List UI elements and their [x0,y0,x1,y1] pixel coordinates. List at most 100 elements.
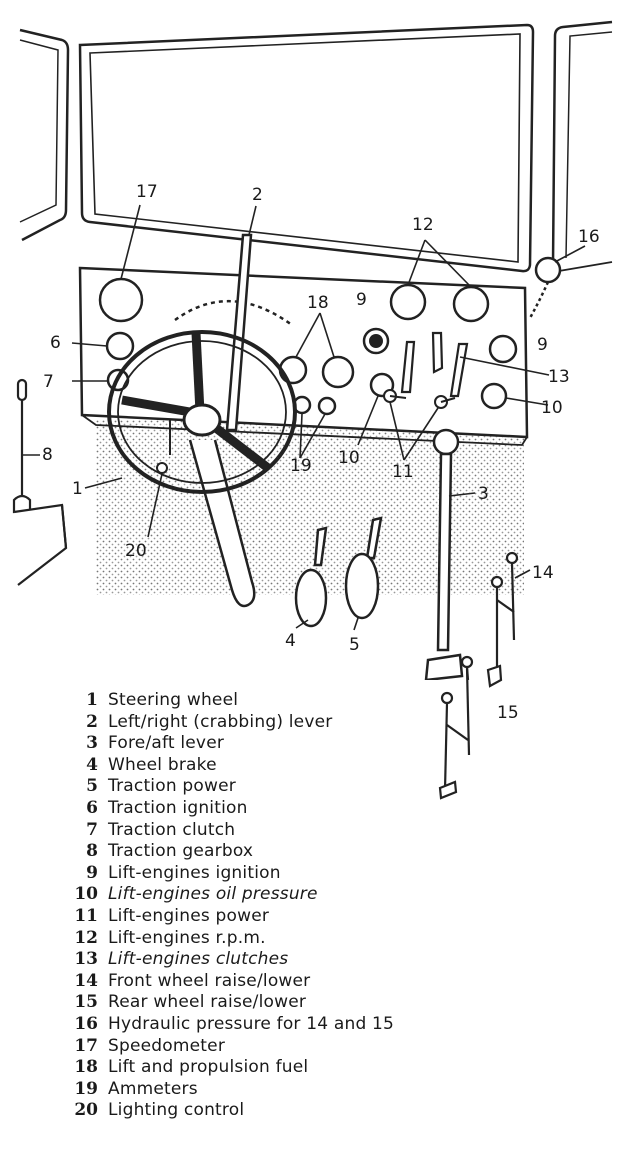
crabbing-lever [225,233,253,432]
traction-power-pedal [344,516,383,620]
legend-label: Front wheel raise/lower [108,970,311,991]
callout-2: 2 [252,185,263,205]
callout-14: 14 [532,563,554,583]
rear-wheel-levers [460,655,474,680]
legend-item: 4 Wheel brake [48,755,568,777]
legend-item: 16 Hydraulic pressure for 14 and 15 [48,1014,568,1036]
legend-number: 17 [74,1035,98,1056]
legend-number: 16 [74,1013,98,1034]
rear-wheel-levers-lower: 15 [438,664,519,800]
legend-item: 6 Traction ignition [48,798,568,820]
legend-item: 18 Lift and propulsion fuel [48,1057,568,1079]
legend-item: 19 Ammeters [48,1079,568,1101]
legend-number: 5 [86,776,98,797]
windscreen [78,23,535,273]
legend-label: Traction gearbox [108,841,254,862]
legend-item: 20 Lighting control [48,1100,568,1122]
legend-item: 7 Traction clutch [48,820,568,842]
legend-label: Speedometer [108,1035,226,1056]
legend-item: 1 Steering wheel [48,690,568,712]
legend-item: 2 Left/right (crabbing) lever [48,712,568,734]
legend-label: Lift-engines power [108,905,270,926]
callout-9-right: 9 [537,335,548,355]
legend-label: Traction clutch [108,819,236,840]
legend-label: Traction power [108,776,236,797]
legend-label: Lift-engines ignition [108,862,281,883]
front-wheel-levers [490,551,519,680]
legend-list: 1 Steering wheel 2 Left/right (crabbing) l… [48,690,568,1122]
legend-label: Lift-engines oil pressure [108,884,318,905]
ammeter-2 [317,396,337,416]
legend-label: Lift and propulsion fuel [108,1057,309,1078]
callout-9-left: 9 [356,290,367,310]
callout-8: 8 [42,445,53,465]
side-window-right [551,20,613,273]
callout-1: 1 [72,479,83,499]
lighting-control [156,420,171,474]
steering-column [174,300,293,608]
legend-number: 3 [86,733,98,754]
legend-item: 5 Traction power [48,776,568,798]
callout-10-right: 10 [541,398,563,418]
legend-number: 4 [86,754,98,775]
legend-label: Lighting control [108,1100,245,1121]
lift-rpm-gauge-1 [389,283,427,321]
legend-label: Rear wheel raise/lower [108,992,307,1013]
legend-label: Ammeters [108,1078,198,1099]
lift-rpm-gauge-2 [452,285,490,323]
callout-3: 3 [478,484,489,504]
legend-item: 10 Lift-engines oil pressure [48,884,568,906]
callout-18: 18 [307,293,329,313]
callout-12: 12 [412,215,434,235]
legend-label: Lift-engines clutches [108,949,289,970]
callout-13: 13 [548,367,570,387]
callout-7: 7 [43,372,54,392]
legend-number: 20 [74,1100,98,1121]
legend-number: 9 [86,862,98,883]
floor-stipple [96,420,524,595]
legend-label: Traction ignition [108,797,248,818]
lift-power-levers [383,389,456,409]
legend-number: 7 [86,819,98,840]
speedometer-gauge [98,277,144,323]
legend-item: 13 Lift-engines clutches [48,949,568,971]
callout-15: 15 [497,703,519,723]
legend-label: Steering wheel [108,690,239,710]
legend-number: 18 [74,1057,98,1078]
leader-lines [22,204,586,631]
legend-label: Left/right (crabbing) lever [108,711,333,732]
wheel-brake-pedal [294,526,328,628]
legend-label: Lift-engines r.p.m. [108,927,266,948]
legend-item: 8 Traction gearbox [48,841,568,863]
callout-10-left: 10 [338,448,360,468]
steering-wheel [107,330,297,494]
lift-ignition-switch-2 [488,334,518,364]
callout-labels: 17 2 12 16 6 18 9 9 13 7 10 10 8 1 19 11… [42,182,600,655]
legend-item: 17 Speedometer [48,1036,568,1058]
legend-label: Fore/aft lever [108,733,225,754]
legend-number: 1 [86,690,98,710]
callout-4: 4 [285,631,296,651]
callout-20: 20 [125,541,147,561]
legend-number: 13 [74,949,98,970]
callout-16: 16 [578,227,600,247]
legend-label: Wheel brake [108,754,217,775]
traction-ignition-switch [105,331,135,361]
legend-number: 2 [86,711,98,732]
legend-number: 10 [74,884,98,905]
callout-6: 6 [50,333,61,353]
traction-gearbox [12,378,68,586]
fore-aft-lever [424,428,464,680]
legend-number: 8 [86,841,98,862]
legend-label: Hydraulic pressure for 14 and 15 [108,1013,395,1034]
fuel-gauge-1 [278,355,308,385]
callout-5: 5 [349,635,360,655]
legend-number: 6 [86,797,98,818]
legend-number: 19 [74,1078,98,1099]
legend-item: 14 Front wheel raise/lower [48,971,568,993]
legend-number: 14 [74,970,98,991]
callout-17: 17 [136,182,158,202]
